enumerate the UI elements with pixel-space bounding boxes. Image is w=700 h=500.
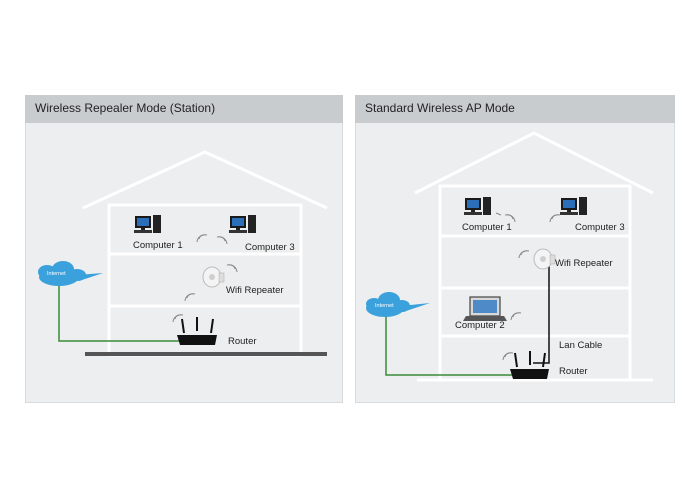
- wifi-signal-icon: [504, 214, 561, 223]
- internet-line: [385, 313, 515, 376]
- computer-3-icon: [560, 197, 587, 215]
- wifi-repeater-icon: [533, 248, 556, 270]
- house-diagram: [366, 131, 654, 382]
- house-diagram: [38, 150, 328, 357]
- wifi-signal-icon: [184, 264, 238, 302]
- standard-ap-mode-panel: Standard Wireless AP Mode: [355, 95, 675, 403]
- computer-3-icon: [229, 215, 256, 233]
- computer-3-label: Computer 3: [245, 242, 295, 253]
- router-icon: [177, 317, 217, 345]
- wifi-repeater-icon: [202, 266, 225, 288]
- house-roof: [82, 150, 328, 210]
- panel-title: Standard Wireless AP Mode: [365, 101, 515, 115]
- computer-1-icon: [464, 197, 502, 216]
- internet-line: [58, 281, 180, 342]
- internet-cloud-icon: [38, 261, 103, 286]
- lan-cable: [533, 264, 550, 364]
- computer-2-label: Computer 2: [455, 320, 505, 331]
- wifi-signal-icon: [172, 314, 184, 323]
- router-label: Router: [228, 336, 257, 347]
- panel-header: Standard Wireless AP Mode: [355, 95, 675, 123]
- computer-1-label: Computer 1: [462, 222, 512, 233]
- laptop-computer-2-icon: [463, 296, 507, 321]
- house-roof: [414, 131, 654, 195]
- internet-label: Internet: [47, 271, 66, 277]
- wifi-repeater-label: Wifi Repeater: [226, 285, 284, 296]
- panel-header: Wireless Repealer Mode (Station): [25, 95, 343, 123]
- wireless-repeater-mode-panel: Wireless Repealer Mode (Station): [25, 95, 343, 403]
- wifi-signal-icon: [518, 250, 530, 259]
- wifi-signal-icon: [510, 312, 522, 321]
- internet-label: Internet: [375, 303, 394, 309]
- wifi-repeater-label: Wifi Repeater: [555, 258, 613, 269]
- floor-bottom: [107, 304, 303, 357]
- wifi-signal-icon: [502, 352, 514, 361]
- internet-cloud-icon: [366, 292, 430, 317]
- panel-title: Wireless Repealer Mode (Station): [35, 101, 216, 115]
- computer-1-label: Computer 1: [133, 240, 183, 251]
- computer-3-label: Computer 3: [575, 222, 625, 233]
- lan-cable-label: Lan Cable: [559, 340, 603, 351]
- router-icon: [510, 351, 549, 379]
- computer-1-icon: [134, 215, 161, 233]
- router-label: Router: [559, 366, 588, 377]
- wifi-signal-icon: [196, 234, 228, 245]
